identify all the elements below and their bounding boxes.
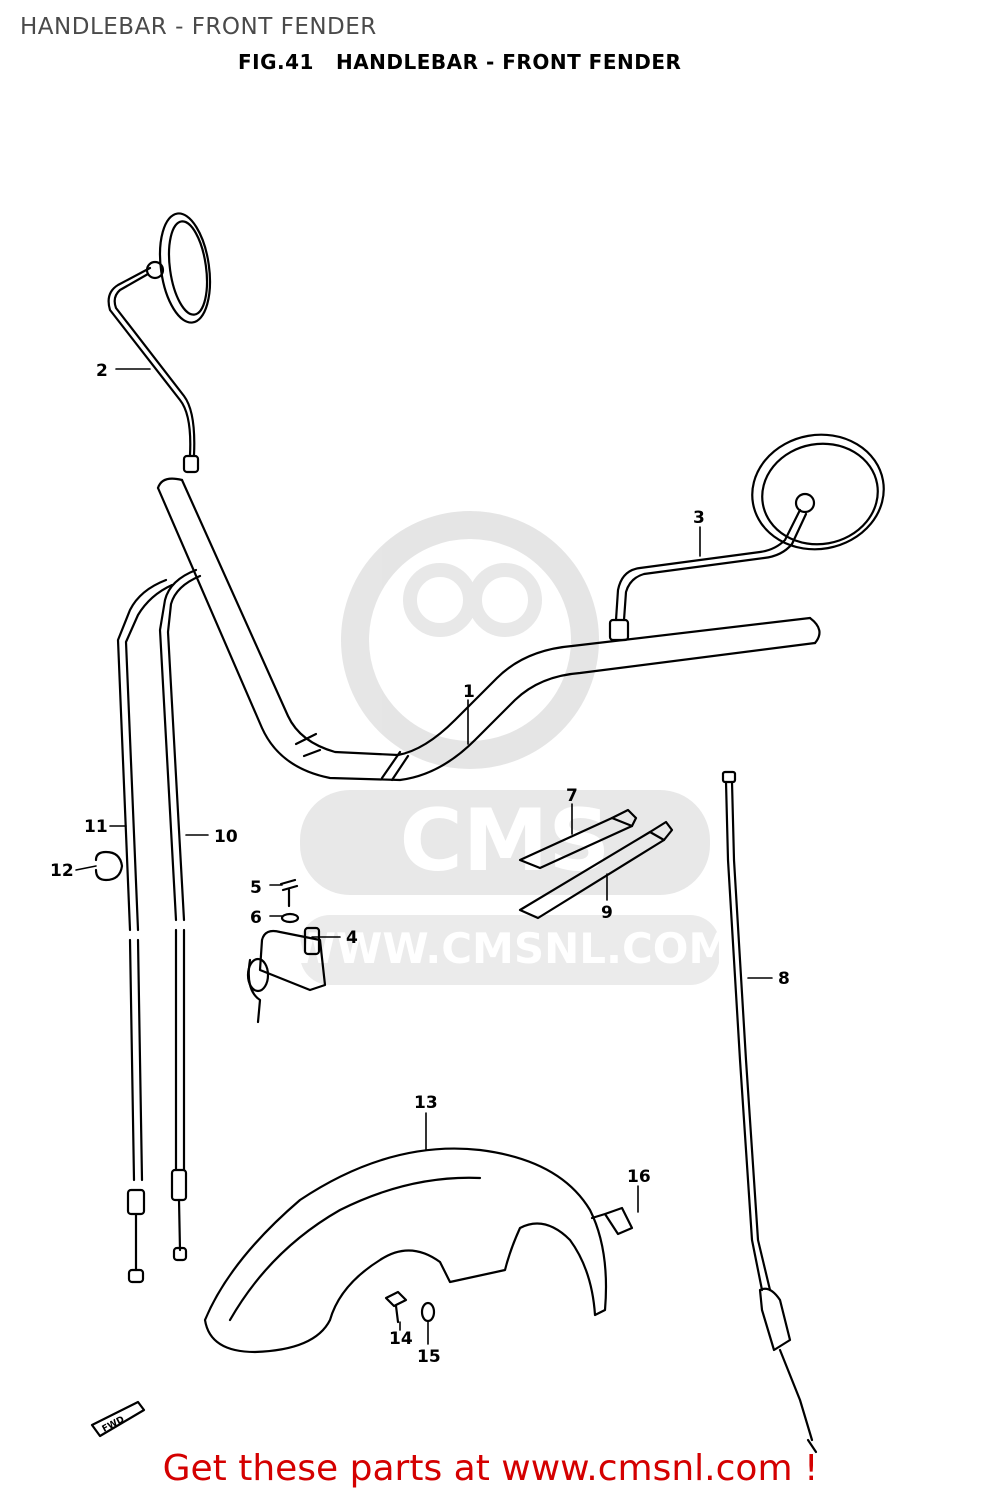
part-12-cable-clip xyxy=(94,850,124,882)
figure-number: FIG.41 xyxy=(238,50,314,74)
watermark-goggle-left xyxy=(403,563,477,637)
callout-6: 6 xyxy=(250,908,262,928)
part-11-clutch-cable xyxy=(116,578,174,1284)
part-16-fastener xyxy=(590,1206,634,1236)
callout-8: 8 xyxy=(778,969,790,989)
part-6-washer xyxy=(280,912,300,924)
callout-2: 2 xyxy=(96,361,108,381)
page-title: HANDLEBAR - FRONT FENDER xyxy=(20,14,377,40)
part-4-ignition-switch xyxy=(246,926,327,1024)
part-9-strip xyxy=(518,820,674,920)
watermark-url: WWW.CMSNL.COM xyxy=(290,924,731,973)
part-13-front-fender xyxy=(203,1147,608,1354)
callout-3: 3 xyxy=(693,508,705,528)
callout-5: 5 xyxy=(250,878,262,898)
part-10-throttle-cable xyxy=(158,568,202,1262)
figure-title: FIG.41 HANDLEBAR - FRONT FENDER xyxy=(238,50,703,74)
watermark-url-bar xyxy=(300,915,720,985)
watermark-mascot-outline xyxy=(341,511,599,769)
footer-banner[interactable]: Get these parts at www.cmsnl.com ! xyxy=(0,1448,981,1489)
callout-13: 13 xyxy=(414,1093,438,1113)
watermark-logo-text: CMS xyxy=(400,791,611,891)
part-7-band xyxy=(518,808,638,870)
callout-14: 14 xyxy=(389,1329,413,1349)
callout-labels: 1 2 3 4 5 6 7 8 9 10 11 12 13 14 15 16 F… xyxy=(50,361,790,1435)
part-14-bolt xyxy=(384,1290,408,1324)
watermark-cms-bar xyxy=(300,790,710,895)
callout-15: 15 xyxy=(417,1347,441,1367)
cms-watermark: CMS WWW.CMSNL.COM xyxy=(290,511,731,985)
part-15-washer xyxy=(420,1301,436,1323)
callout-11: 11 xyxy=(84,817,108,837)
callout-16: 16 xyxy=(627,1167,651,1187)
part-5-screw xyxy=(279,878,299,908)
part-2-left-mirror xyxy=(107,212,212,474)
leader-lines xyxy=(75,368,773,1345)
watermark-goggle-right xyxy=(468,563,542,637)
fwd-direction-tag xyxy=(90,1400,146,1438)
callout-9: 9 xyxy=(601,903,613,923)
part-3-right-mirror xyxy=(608,433,885,642)
callout-12: 12 xyxy=(50,861,74,881)
footer-link[interactable]: Get these parts at www.cmsnl.com ! xyxy=(162,1448,819,1489)
callout-4: 4 xyxy=(346,928,358,948)
callout-7: 7 xyxy=(566,786,578,806)
part-1-handlebar xyxy=(156,477,821,782)
callout-10: 10 xyxy=(214,827,238,847)
callout-1: 1 xyxy=(463,682,475,702)
part-8-speedometer-cable xyxy=(721,770,818,1454)
figure-caption: HANDLEBAR - FRONT FENDER xyxy=(335,50,682,74)
